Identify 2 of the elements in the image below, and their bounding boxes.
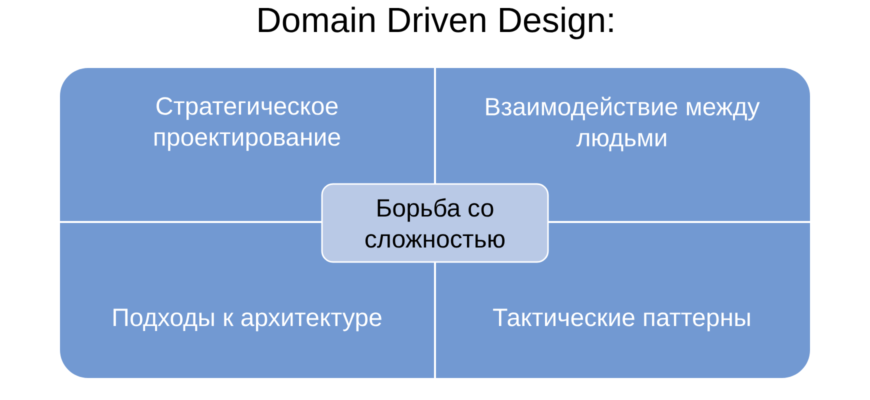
title: Domain Driven Design:: [258, 6, 613, 40]
center-box: Борьба со сложностью: [321, 183, 549, 263]
